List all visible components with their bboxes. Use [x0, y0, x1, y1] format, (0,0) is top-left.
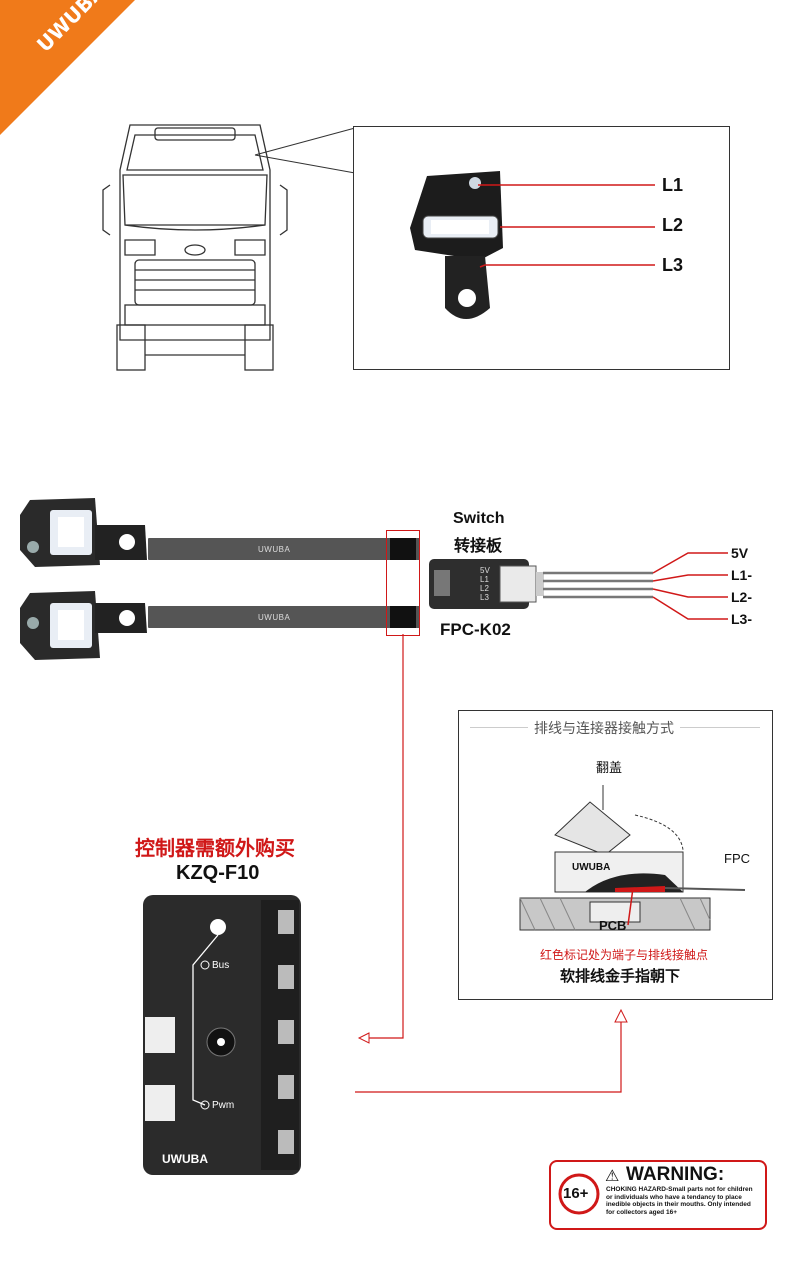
controller-pwm-label: Pwm: [212, 1100, 234, 1111]
wire-l1: L1-: [731, 567, 752, 583]
switch-pin-l1: L1: [480, 575, 489, 584]
flip-cover-label: 翻盖: [596, 757, 622, 776]
red-note: 红色标记处为端子与排线接触点: [540, 946, 708, 963]
cable-end-highlight: [386, 530, 420, 636]
switch-title-cn: 转接板: [454, 532, 502, 556]
controller-note: 控制器需额外购买: [135, 832, 295, 861]
warning-heading: WARNING:: [626, 1164, 724, 1186]
label-l2: L2: [662, 215, 683, 236]
light-unit-bottom: [15, 588, 150, 668]
switch-pin-l3: L3: [480, 593, 489, 602]
output-wires: [543, 545, 733, 630]
switch-title-en: Switch: [453, 510, 505, 528]
connector-cross-section: [515, 780, 755, 940]
age-text: 16+: [563, 1185, 588, 1202]
switch-pin-5v: 5V: [480, 566, 490, 575]
pcb-label: PCB: [599, 918, 626, 933]
connector-logo: UWUBA: [572, 862, 610, 873]
controller-bus-label: Bus: [212, 960, 229, 971]
controller-logo: UWUBA: [162, 1152, 208, 1166]
inset-title: 排线与连接器接触方式: [528, 718, 680, 738]
controller-details: [143, 895, 303, 1175]
warning-triangle-icon: ⚠: [605, 1166, 619, 1186]
bottom-note: 软排线金手指朝下: [560, 965, 680, 986]
switch-pin-l2: L2: [480, 584, 489, 593]
label-l3: L3: [662, 255, 683, 276]
label-l1: L1: [662, 175, 683, 196]
fpc-cable-bottom-logo: UWUBA: [258, 613, 290, 622]
zoom-pointer-lines: [250, 125, 360, 185]
wire-l2: L2-: [731, 589, 752, 605]
fpc-label: FPC: [724, 851, 750, 866]
light-unit-top: [15, 495, 150, 575]
wire-l3: L3-: [731, 611, 752, 627]
warning-text: CHOKING HAZARD-Small parts not for child…: [606, 1186, 760, 1216]
controller-model: KZQ-F10: [176, 862, 259, 885]
light-callout-lines: [470, 175, 660, 275]
fpc-cable-top-logo: UWUBA: [258, 545, 290, 554]
wire-5v: 5V: [731, 545, 748, 561]
